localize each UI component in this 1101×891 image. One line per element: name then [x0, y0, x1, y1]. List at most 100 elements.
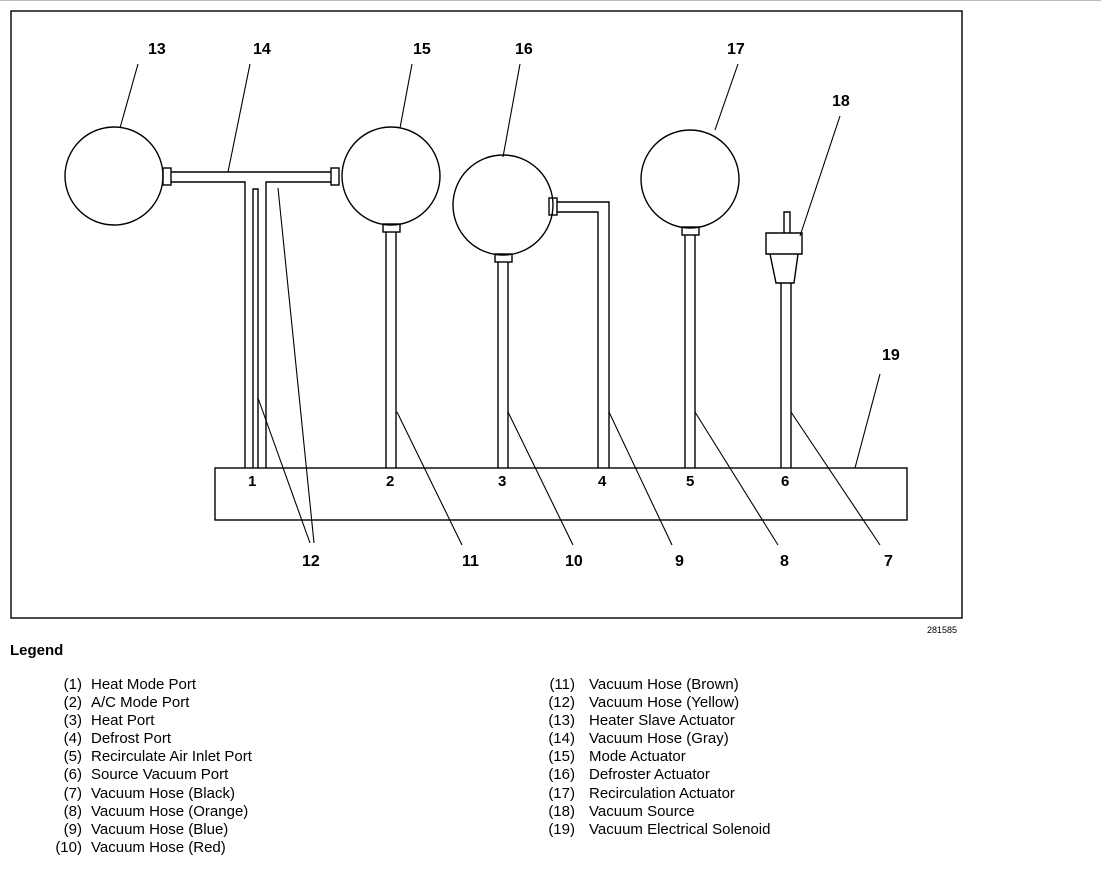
figure-id: 281585	[927, 625, 957, 635]
legend-item: (6) Source Vacuum Port	[40, 766, 252, 784]
legend-item-label: Recirculation Actuator	[589, 784, 735, 802]
legend-item: (18) Vacuum Source	[538, 803, 770, 821]
legend-item-number: (7)	[63, 784, 82, 802]
legend-item-number: (13)	[548, 712, 575, 730]
fitting	[494, 253, 513, 263]
legend-item-number: (1)	[63, 676, 82, 693]
legend-item-number: (2)	[63, 694, 82, 712]
legend-item-label: Vacuum Hose (Brown)	[589, 676, 739, 693]
legend-item: (17) Recirculation Actuator	[538, 785, 770, 803]
legend-item: (11) Vacuum Hose (Brown)	[538, 676, 770, 694]
vacuum-hose-brown	[385, 232, 397, 468]
vacuum-hose-black	[780, 283, 792, 468]
top-rule	[0, 0, 1101, 1]
diagram-frame	[10, 10, 963, 619]
legend-item-number: (9)	[63, 820, 82, 838]
legend-item-number: (11)	[549, 676, 575, 693]
legend-item-label: A/C Mode Port	[91, 694, 190, 712]
fitting	[382, 223, 401, 233]
callout-13: 13	[148, 41, 166, 58]
legend-item-label: Vacuum Hose (Blue)	[91, 820, 229, 838]
port-2: 2	[386, 473, 394, 490]
vacuum-source	[765, 211, 803, 284]
callout-18: 18	[832, 93, 850, 110]
callout-14: 14	[253, 41, 271, 58]
legend-item: (14) Vacuum Hose (Gray)	[538, 730, 770, 748]
port-1: 1	[248, 473, 256, 490]
legend-item: (5) Recirculate Air Inlet Port	[40, 748, 252, 766]
callout-11: 11	[462, 553, 479, 570]
legend-item-label: Vacuum Source	[589, 802, 695, 820]
legend-right-column: (11) Vacuum Hose (Brown) (12) Vacuum Hose (…	[538, 676, 770, 839]
legend-item: (4) Defrost Port	[40, 730, 252, 748]
port-3: 3	[498, 473, 506, 490]
vacuum-hose-orange	[684, 235, 696, 468]
callout-17: 17	[727, 41, 745, 58]
legend-item: (2) A/C Mode Port	[40, 694, 252, 712]
fitting	[548, 197, 558, 216]
legend-item-label: Defrost Port	[91, 730, 172, 748]
leader-lines	[119, 63, 881, 546]
legend-item-label: Vacuum Hose (Black)	[91, 784, 235, 802]
legend-item-label: Heat Port	[91, 712, 155, 730]
legend-item-label: Vacuum Hose (Yellow)	[589, 694, 740, 712]
callout-10: 10	[565, 553, 583, 570]
callout-16: 16	[515, 41, 533, 58]
legend-item-number: (14)	[548, 730, 575, 748]
legend-item: (7) Vacuum Hose (Black)	[40, 785, 252, 803]
vacuum-hose-gray	[171, 171, 331, 468]
legend-item-number: (18)	[548, 802, 575, 820]
legend-title: Legend	[10, 642, 64, 659]
fitting	[162, 167, 172, 186]
fitting	[681, 226, 700, 236]
legend-item-number: (12)	[548, 694, 575, 712]
callout-19: 19	[882, 347, 900, 364]
legend-item: (13) Heater Slave Actuator	[538, 712, 770, 730]
legend-item-number: (4)	[63, 730, 82, 748]
vacuum-hose-red	[497, 262, 509, 468]
legend-item: (12) Vacuum Hose (Yellow)	[538, 694, 770, 712]
legend-item: (16) Defroster Actuator	[538, 766, 770, 784]
legend-item-number: (6)	[63, 766, 82, 784]
vacuum-diagram: 13 14 15 16 17 18 19 12 11 10 9 8 7 1 2 …	[10, 10, 963, 635]
legend-item-number: (17)	[548, 784, 575, 802]
legend-item-label: Heat Mode Port	[91, 676, 197, 693]
legend-item: (15) Mode Actuator	[538, 748, 770, 766]
port-6: 6	[781, 473, 789, 490]
callout-15: 15	[413, 41, 431, 58]
legend-item: (1) Heat Mode Port	[40, 676, 252, 694]
callout-7: 7	[884, 553, 893, 570]
legend-item-label: Vacuum Hose (Gray)	[589, 730, 729, 748]
callout-9: 9	[675, 553, 684, 570]
legend-item: (3) Heat Port	[40, 712, 252, 730]
port-4: 4	[598, 473, 607, 490]
legend-item-number: (15)	[548, 748, 575, 766]
fitting	[330, 167, 340, 186]
callout-8: 8	[780, 553, 789, 570]
legend-item-label: Recirculate Air Inlet Port	[91, 748, 252, 766]
legend-item-label: Vacuum Hose (Red)	[91, 838, 226, 856]
legend-item-number: (5)	[63, 748, 82, 766]
legend-item-label: Mode Actuator	[589, 748, 686, 766]
legend-item-label: Vacuum Hose (Orange)	[91, 802, 249, 820]
legend-item-number: (16)	[548, 766, 575, 784]
legend-item-label: Defroster Actuator	[589, 766, 710, 784]
legend-item-label: Heater Slave Actuator	[589, 712, 735, 730]
callout-12: 12	[302, 553, 320, 570]
legend-item-number: (3)	[63, 712, 82, 730]
solenoid-block	[214, 467, 908, 521]
legend-item: (10) Vacuum Hose (Red)	[40, 839, 252, 857]
mode-actuator	[341, 126, 441, 226]
vacuum-hose-blue	[557, 201, 610, 468]
legend-item-label: Vacuum Electrical Solenoid	[589, 820, 771, 838]
legend-item-number: (10)	[55, 838, 82, 856]
legend-item-number: (19)	[548, 820, 575, 838]
legend-item-label: Source Vacuum Port	[91, 766, 229, 784]
legend-item-number: (8)	[63, 802, 82, 820]
recirculation-actuator	[640, 129, 740, 229]
port-5: 5	[686, 473, 694, 490]
defroster-actuator	[452, 154, 554, 256]
legend-item: (9) Vacuum Hose (Blue)	[40, 821, 252, 839]
legend-item: (19) Vacuum Electrical Solenoid	[538, 821, 770, 839]
legend-left-column: (1) Heat Mode Port (2) A/C Mode Port (3) Heat…	[40, 676, 252, 857]
